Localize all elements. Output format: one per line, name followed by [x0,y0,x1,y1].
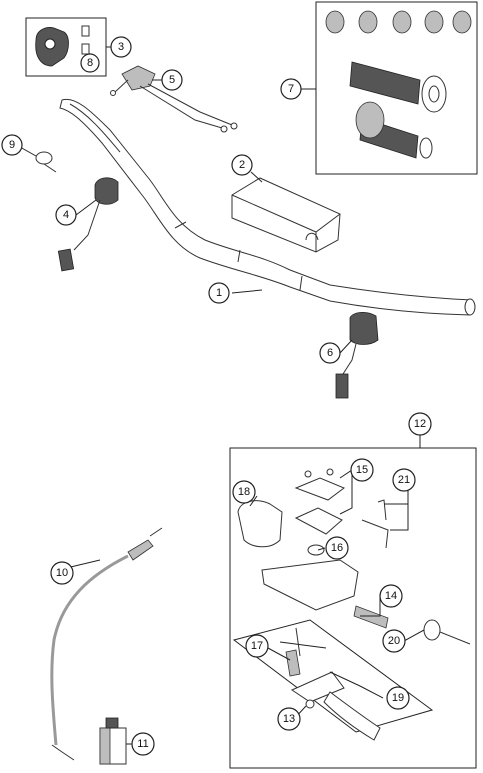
callout-label: 9 [9,139,15,151]
leader-lines [19,46,425,745]
callout-10: 10 [50,561,74,585]
callout-label: 1 [216,287,222,299]
callout-label: 17 [251,640,263,652]
callout-label: 21 [398,474,410,486]
callout-label: 2 [239,159,245,171]
callout-label: 7 [288,83,294,95]
throttle-cables [110,65,238,133]
callout-6: 6 [319,342,341,364]
left-switch [57,177,119,272]
callout-label: 10 [56,567,68,579]
callout-2: 2 [231,154,253,176]
callout-18: 18 [232,480,256,504]
callout-1: 1 [208,282,230,304]
callout-label: 3 [118,41,124,53]
grips-box [315,1,478,175]
lever-subbox [232,619,434,741]
callout-13: 13 [277,707,301,731]
switch-box [25,17,107,77]
handlebar-pad [231,177,341,253]
callout-label: 13 [283,713,295,725]
callout-label: 6 [327,347,333,359]
callout-label: 8 [87,57,93,69]
callout-9: 9 [1,134,23,156]
handlebar [59,98,476,316]
master-cylinder-box [229,430,477,769]
callout-15: 15 [350,458,374,482]
callout-19: 19 [386,686,410,710]
callout-21: 21 [392,468,416,492]
grip-cams [325,10,472,34]
callout-label: 5 [169,74,175,86]
callout-label: 4 [63,209,69,221]
right-switch [335,312,379,399]
callout-label: 14 [385,590,397,602]
callout-label: 20 [388,635,400,647]
callout-label: 12 [414,418,426,430]
oil-bottle [99,717,127,765]
callout-5: 5 [161,69,183,91]
callout-label: 15 [356,464,368,476]
callout-12: 12 [408,412,432,436]
clutch-cable [50,527,163,761]
callout-16: 16 [325,536,349,560]
callout-14: 14 [379,584,403,608]
callout-label: 11 [137,738,148,750]
callout-11: 11 [131,732,155,756]
callout-3: 3 [110,36,132,58]
cable-tie [35,151,57,173]
callout-7: 7 [280,78,302,100]
callout-17: 17 [245,634,269,658]
callout-label: 19 [392,692,404,704]
callout-label: 18 [238,486,250,498]
callout-4: 4 [55,204,77,226]
callout-20: 20 [382,629,406,653]
callout-label: 16 [331,542,343,554]
callout-8: 8 [80,53,100,73]
